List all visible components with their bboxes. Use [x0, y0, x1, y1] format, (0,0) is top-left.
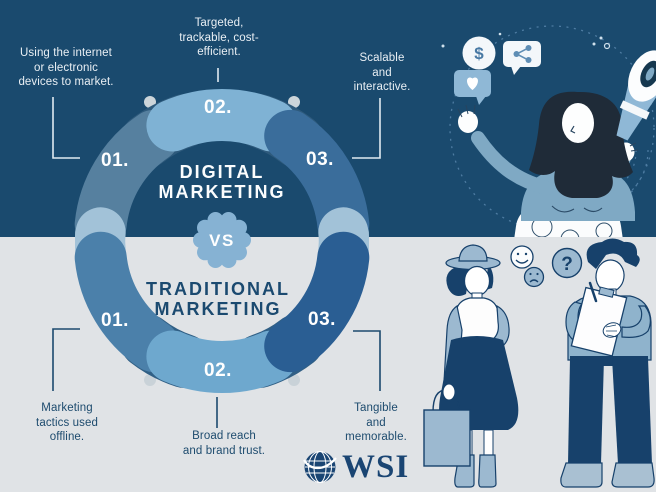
question-icon: ?	[551, 247, 583, 279]
digital-step1-number: 01.	[101, 150, 129, 171]
traditional-people-illustration: ?	[423, 238, 655, 488]
svg-text:$: $	[474, 44, 484, 63]
megaphone-icon	[616, 50, 656, 141]
smiley-icon	[510, 245, 534, 269]
clipboard-man	[560, 238, 655, 488]
vs-label: VS	[209, 231, 235, 250]
wsi-globe-icon	[303, 451, 337, 483]
wsi-wordmark: WSI	[342, 449, 410, 485]
pen	[588, 281, 598, 303]
dollar-icon: $	[462, 36, 496, 70]
shopper-woman	[423, 244, 519, 488]
heart-icon	[454, 70, 491, 105]
svg-text:?: ?	[561, 254, 573, 275]
digital-step2-number: 02.	[204, 97, 232, 118]
traditional-step1-number: 01.	[101, 310, 129, 331]
digital-connector-lines	[52, 68, 381, 159]
share-icon	[503, 41, 541, 75]
wsi-logo: WSI	[303, 449, 409, 485]
hair	[529, 91, 633, 198]
megaphone-woman-illustration: $	[441, 25, 656, 237]
shopping-bag	[423, 409, 471, 467]
vs-badge: VS	[193, 212, 251, 268]
digital-step3-number: 03.	[306, 149, 334, 170]
traditional-step2-number: 02.	[204, 360, 232, 381]
sad-face-icon	[523, 266, 545, 288]
traditional-connector-lines	[52, 328, 381, 428]
traditional-arc	[74, 207, 370, 394]
traditional-step3-number: 03.	[308, 309, 336, 330]
